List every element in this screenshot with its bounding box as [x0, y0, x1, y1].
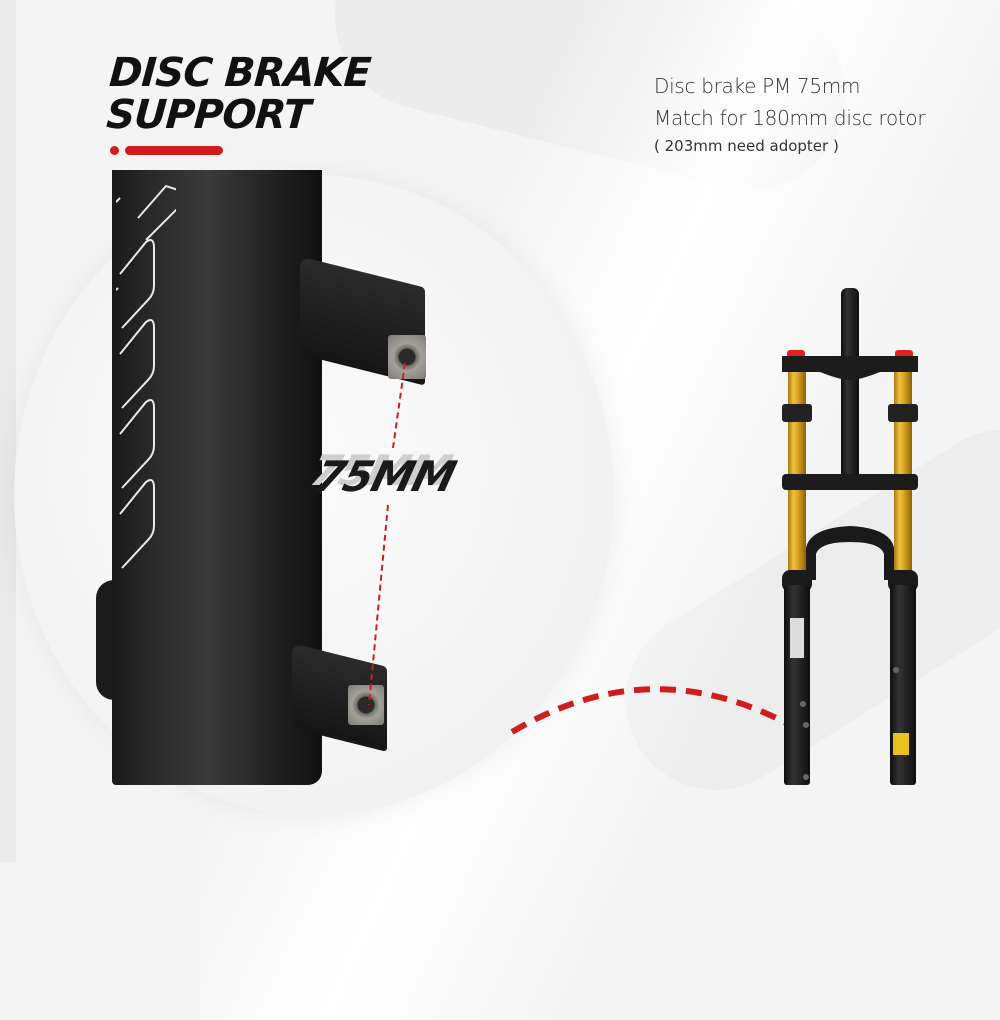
threaded-hole-upper: [388, 335, 426, 379]
spec-pm-mount: Disc brake PM 75mm: [654, 74, 861, 98]
left-edge-strip: [0, 0, 16, 862]
threaded-hole-lower: [348, 685, 384, 725]
accent-dot: [110, 146, 119, 155]
suspension-fork-icon: [782, 288, 918, 785]
spec-rotor-size: Match for 180mm disc rotor: [654, 106, 926, 130]
spec-adapter-note: ( 203mm need adopter ): [654, 137, 839, 155]
fork-leg-closeup: [112, 170, 322, 785]
pointer-arc: [510, 686, 792, 735]
accent-line: [125, 146, 223, 155]
leg-chevron-graphic-icon: [116, 184, 176, 569]
product-fork-image: [760, 280, 940, 860]
measurement-dashed-line: [368, 362, 406, 706]
spec-block: Disc brake PM 75mm Match for 180mm disc …: [654, 70, 926, 158]
